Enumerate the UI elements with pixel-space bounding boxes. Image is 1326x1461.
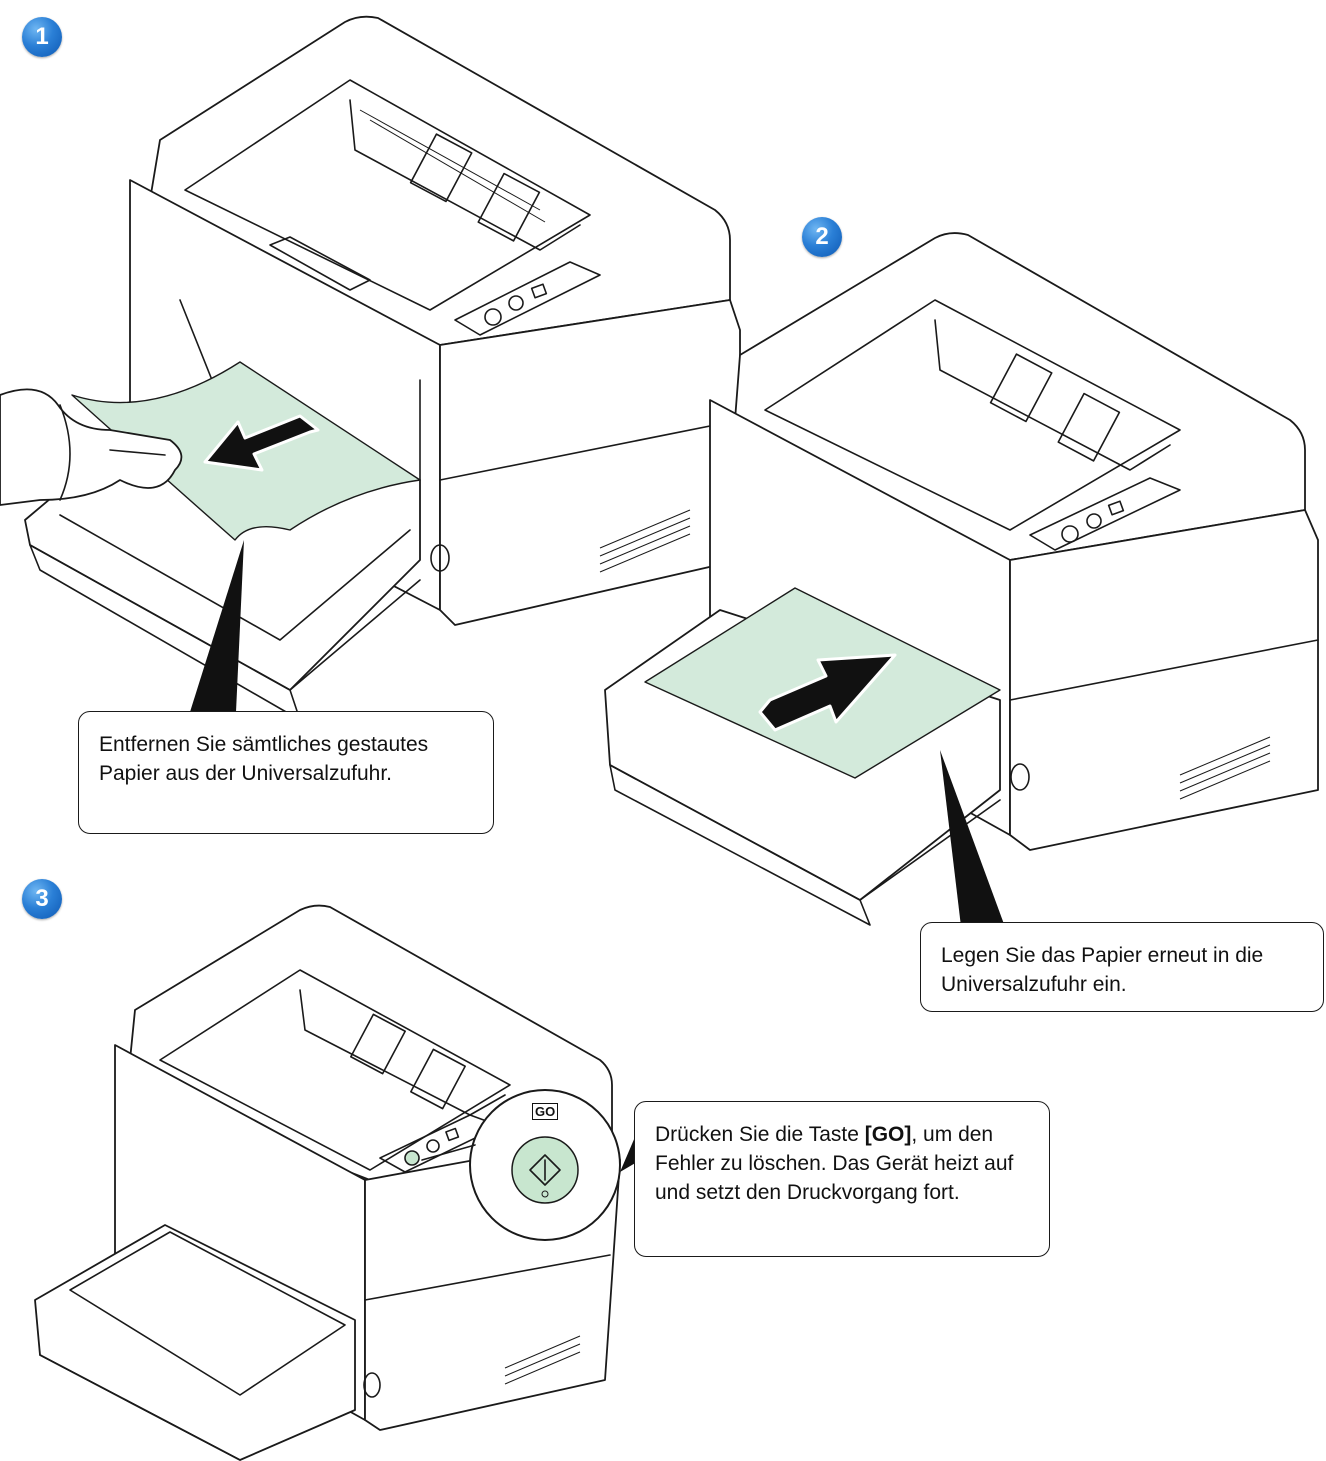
step-badge-1: 1 bbox=[22, 17, 62, 57]
callout-step-2-text: Legen Sie das Papier erneut in die Unive… bbox=[941, 944, 1263, 996]
callout-step-3: Drücken Sie die Taste [GO], um den Fehle… bbox=[634, 1101, 1050, 1257]
step-badge-3: 3 bbox=[22, 879, 62, 919]
callout-step-3-text-before: Drücken Sie die Taste bbox=[655, 1123, 865, 1146]
step-badge-2: 2 bbox=[802, 217, 842, 257]
callout-step-2: Legen Sie das Papier erneut in die Unive… bbox=[920, 922, 1324, 1012]
callout-step-1: Entfernen Sie sämtliches gestautes Papie… bbox=[78, 711, 494, 834]
printer-3 bbox=[35, 906, 620, 1460]
go-panel-label: GO bbox=[532, 1103, 558, 1120]
go-key-label: [GO] bbox=[865, 1123, 912, 1146]
printer-1 bbox=[0, 17, 740, 720]
callout-step-1-text: Entfernen Sie sämtliches gestautes Papie… bbox=[99, 733, 428, 785]
